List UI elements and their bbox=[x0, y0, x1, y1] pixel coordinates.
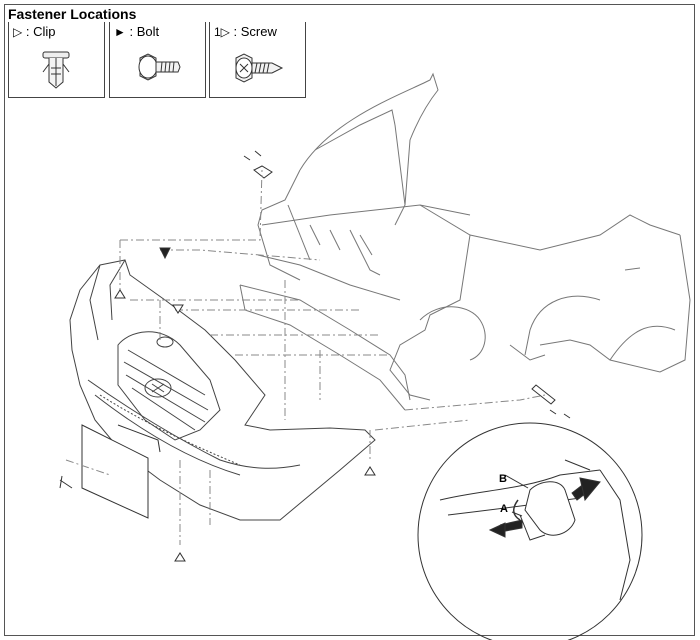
legend-screw: 1▷ : Screw bbox=[209, 22, 306, 98]
leader-lines bbox=[65, 169, 546, 545]
screw-icon bbox=[210, 46, 305, 94]
bolt-icon bbox=[110, 46, 205, 94]
fastener-parts-drawing bbox=[59, 150, 571, 489]
screw-symbol: 1▷ bbox=[214, 25, 230, 39]
legend-bolt: ► : Bolt bbox=[109, 22, 206, 98]
detail-magnifier bbox=[417, 422, 643, 640]
clip-symbol: ▷ bbox=[13, 25, 23, 39]
body-frame-drawing bbox=[239, 72, 691, 411]
bolt-symbol: ► bbox=[114, 25, 126, 39]
diagram-frame bbox=[4, 4, 695, 636]
legend-clip: ▷ : Clip bbox=[8, 22, 105, 98]
callout-a: A bbox=[500, 503, 508, 515]
screw-label: : Screw bbox=[233, 24, 277, 39]
license-plate-bracket-drawing bbox=[81, 424, 161, 519]
callout-b: B bbox=[499, 473, 507, 485]
fastener-markers bbox=[114, 247, 376, 562]
bolt-label: : Bolt bbox=[129, 24, 160, 39]
clip-label: : Clip bbox=[25, 24, 56, 39]
page-title: Fastener Locations bbox=[8, 6, 137, 22]
clip-icon bbox=[9, 46, 104, 94]
